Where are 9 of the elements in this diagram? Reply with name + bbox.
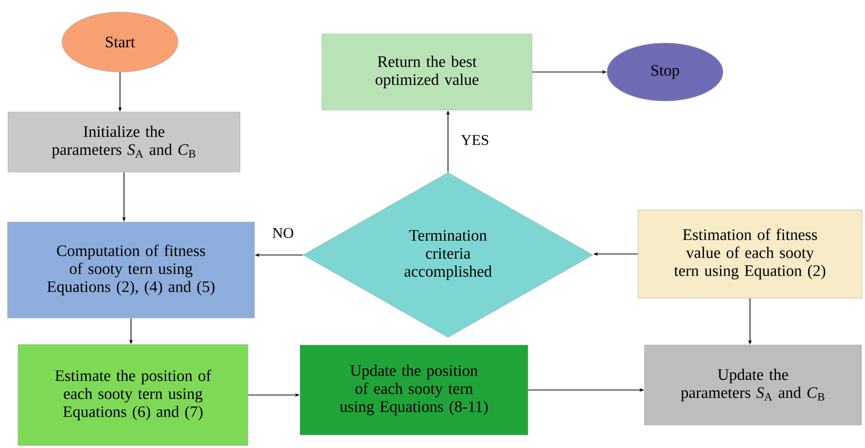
edge-label: YES: [460, 134, 490, 146]
process-box: Return the best optimized value: [322, 34, 532, 110]
process-box: Update the position of each sooty tern using Equations (8-11): [300, 344, 528, 436]
process-box: Initialize the parameters S$_{A}$ and C$_{B}$: [8, 112, 240, 172]
process-box: Computation of fitness of sooty tern using Equations (2), (4) and (5): [7, 222, 255, 318]
edge-label: NO: [271, 226, 295, 240]
process-box: Estimate the position of each sooty tern using Equations (6) and (7): [18, 344, 248, 446]
process-box: Update the parameters S$_{A}$ and C$_{B}$: [644, 344, 862, 426]
process-box: Estimation of fitness value of each sooty tern using Equation (2): [638, 210, 862, 298]
